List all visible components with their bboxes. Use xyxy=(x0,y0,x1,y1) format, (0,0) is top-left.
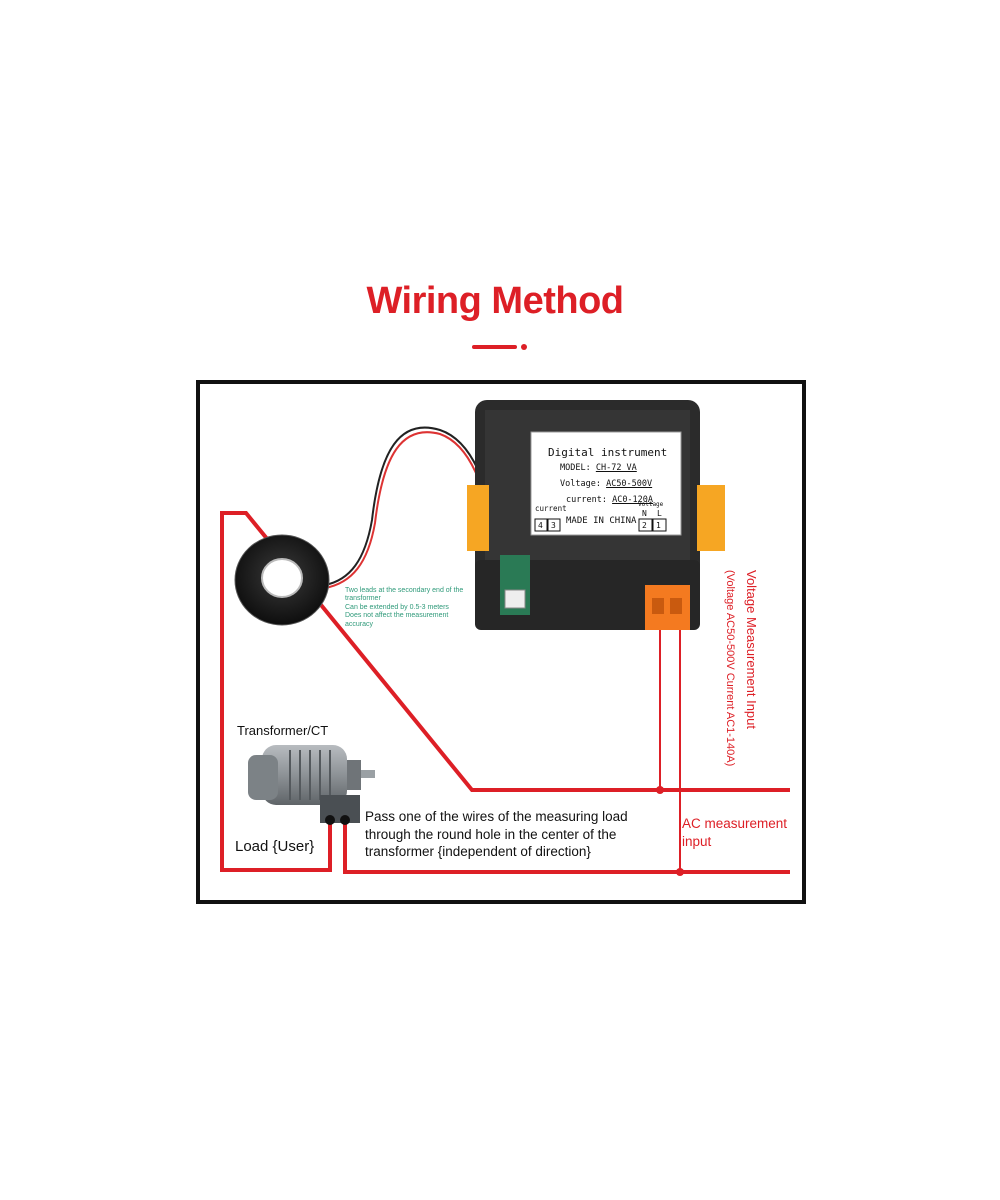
ac-input-line-1: AC measurement xyxy=(682,816,788,831)
current-terminal-4: 4 xyxy=(538,521,543,530)
current-label: current: xyxy=(566,495,607,505)
ac-input-line-2: input xyxy=(682,833,712,849)
voltage-terminal-1: 1 xyxy=(656,521,661,530)
model-row: MODEL: CH-72 VA xyxy=(560,463,637,474)
title-dot xyxy=(521,344,527,350)
terminal-letter-l: L xyxy=(657,509,662,518)
terminal-letter-n: N xyxy=(642,509,647,518)
current-terminals-label: current xyxy=(535,504,567,513)
voltage-terminal-2: 2 xyxy=(642,521,647,530)
voltage-terminals-label: Voltage xyxy=(638,501,664,508)
wire-left-loop xyxy=(220,511,790,872)
model-label: MODEL: xyxy=(560,463,591,473)
voltage-row: Voltage: AC50-500V xyxy=(560,479,652,490)
note-line: Two leads at the secondary end of the tr… xyxy=(345,587,464,603)
current-row: current: AC0-120A xyxy=(566,495,653,506)
voltage-measurement-input-label: Voltage Measurement Input (Voltage AC50-… xyxy=(722,570,768,770)
digital-instrument-device xyxy=(467,400,725,630)
page-title: Wiring Method xyxy=(366,280,625,322)
current-value: AC0-120A xyxy=(612,495,654,505)
current-transformer-icon xyxy=(234,534,330,626)
voltage-label: Voltage: xyxy=(560,479,601,489)
junction-l xyxy=(676,868,684,876)
voltage-measurement-line-1: Voltage Measurement Input xyxy=(744,570,759,729)
ac-measurement-input-label: AC measurement input xyxy=(682,815,787,850)
title-underline xyxy=(472,345,517,349)
load-label: Load {User} xyxy=(235,838,315,855)
junction-n xyxy=(656,786,664,794)
voltage-value: AC50-500V xyxy=(606,479,653,489)
pass-wire-instruction: Pass one of the wires of the measuring l… xyxy=(365,809,628,860)
made-in-china: MADE IN CHINA xyxy=(566,516,637,526)
note-line: Does not affect the measurement accuracy xyxy=(345,612,449,628)
current-terminal-3: 3 xyxy=(551,521,556,530)
secondary-leads-note: Two leads at the secondary end of the tr… xyxy=(345,587,475,629)
motor-load-icon xyxy=(248,745,375,825)
model-value: CH-72 VA xyxy=(595,463,637,473)
voltage-measurement-line-2: (Voltage AC50-500V Current AC1-140A) xyxy=(724,570,736,767)
transformer-label: Transformer/CT xyxy=(237,723,329,738)
note-line: Can be extended by 0.5-3 meters xyxy=(345,603,449,611)
device-label-heading: Digital instrument xyxy=(548,446,668,459)
